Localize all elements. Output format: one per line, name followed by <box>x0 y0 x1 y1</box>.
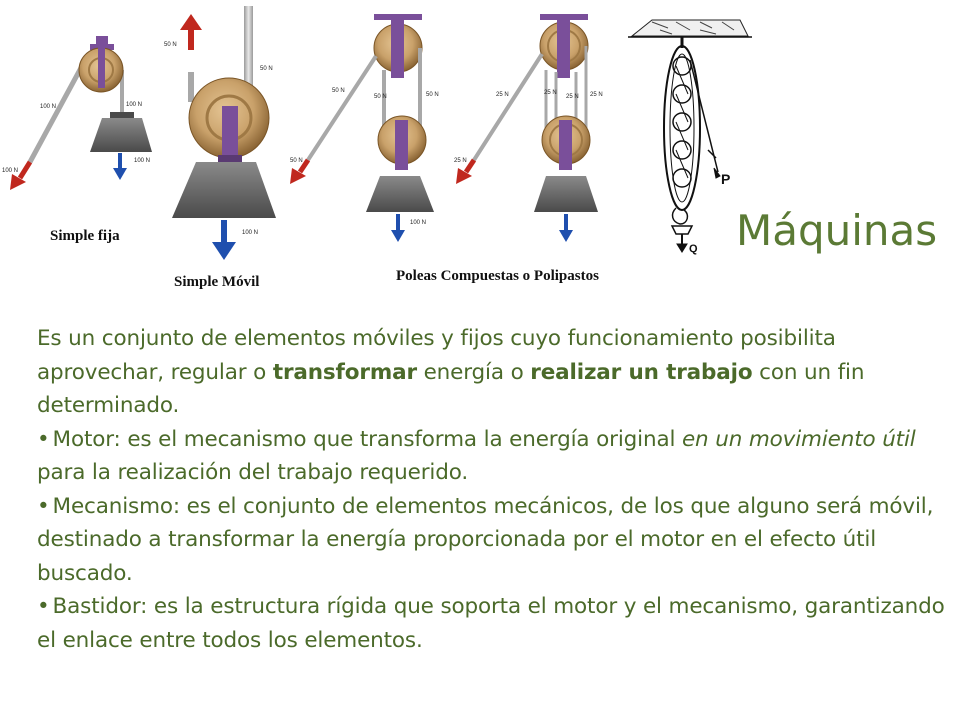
bullet-icon: • <box>37 594 50 619</box>
force-label: 50 N <box>332 88 345 94</box>
page-title: Máquinas <box>736 206 938 255</box>
compound-pulley-1: 50 N 50 N 50 N 50 N 100 N <box>290 14 439 242</box>
intro-paragraph: Es un conjunto de elementos móviles y fi… <box>37 322 955 423</box>
caption-compound: Poleas Compuestas o Polipastos <box>396 268 599 284</box>
intro-bold-transformar: transformar <box>272 359 417 385</box>
motor-text: Motor: es el mecanismo que transforma la… <box>52 426 682 452</box>
simple-fixed-pulley: 100 N 100 N 100 N 100 N Simple fija <box>2 36 152 244</box>
bastidor-text: Bastidor: es la estructura rígida que so… <box>37 594 945 653</box>
force-label: 50 N <box>426 92 439 98</box>
caption-simple-mobile: Simple Móvil <box>174 274 259 290</box>
force-label: 25 N <box>590 92 603 98</box>
pulley-figure: 100 N 100 N 100 N 100 N Simple fija 50 N… <box>2 6 752 290</box>
force-label: 100 N <box>242 230 258 236</box>
caption-simple-fixed: Simple fija <box>50 228 120 244</box>
motor-italic: en un movimiento útil <box>681 426 916 452</box>
bullet-icon: • <box>37 426 50 452</box>
bullet-icon: • <box>37 493 50 519</box>
bullet-motor: •Motor: es el mecanismo que transforma l… <box>37 423 955 490</box>
intro-bold-realizar: realizar un trabajo <box>530 359 753 385</box>
label-q: Q <box>689 243 698 255</box>
simple-mobile-pulley: 50 N 50 N 100 N Simple Móvil <box>164 6 276 290</box>
force-label: 25 N <box>544 90 557 96</box>
force-label: 100 N <box>134 158 150 164</box>
tackle-drawing <box>628 19 752 253</box>
force-label: 50 N <box>164 42 177 48</box>
force-label: 100 N <box>126 102 142 108</box>
force-label: 25 N <box>566 94 579 100</box>
force-label: 100 N <box>410 220 426 226</box>
force-label: 100 N <box>2 168 18 174</box>
intro-text: con un fin determinado. <box>37 359 865 419</box>
force-label: 100 N <box>40 104 56 110</box>
force-label: 25 N <box>496 92 509 98</box>
compound-pulley-2: 25 N 25 N 25 N 25 N 25 N <box>454 14 603 242</box>
body-text: Es un conjunto de elementos móviles y fi… <box>37 322 955 657</box>
bullet-bastidor: •Bastidor: es la estructura rígida que s… <box>37 590 955 657</box>
bullet-mecanismo: •Mecanismo: es el conjunto de elementos … <box>37 490 955 591</box>
label-p: P <box>721 171 730 187</box>
mecanismo-text: Mecanismo: es el conjunto de elementos m… <box>37 493 934 586</box>
motor-text: para la realización del trabajo requerid… <box>37 460 469 485</box>
force-label: 50 N <box>260 66 273 72</box>
force-label: 25 N <box>454 158 467 164</box>
force-label: 50 N <box>374 94 387 100</box>
force-label: 50 N <box>290 158 303 164</box>
intro-text: Es un conjunto de elementos móviles y fi… <box>37 326 836 385</box>
intro-text: energía o <box>416 359 531 385</box>
